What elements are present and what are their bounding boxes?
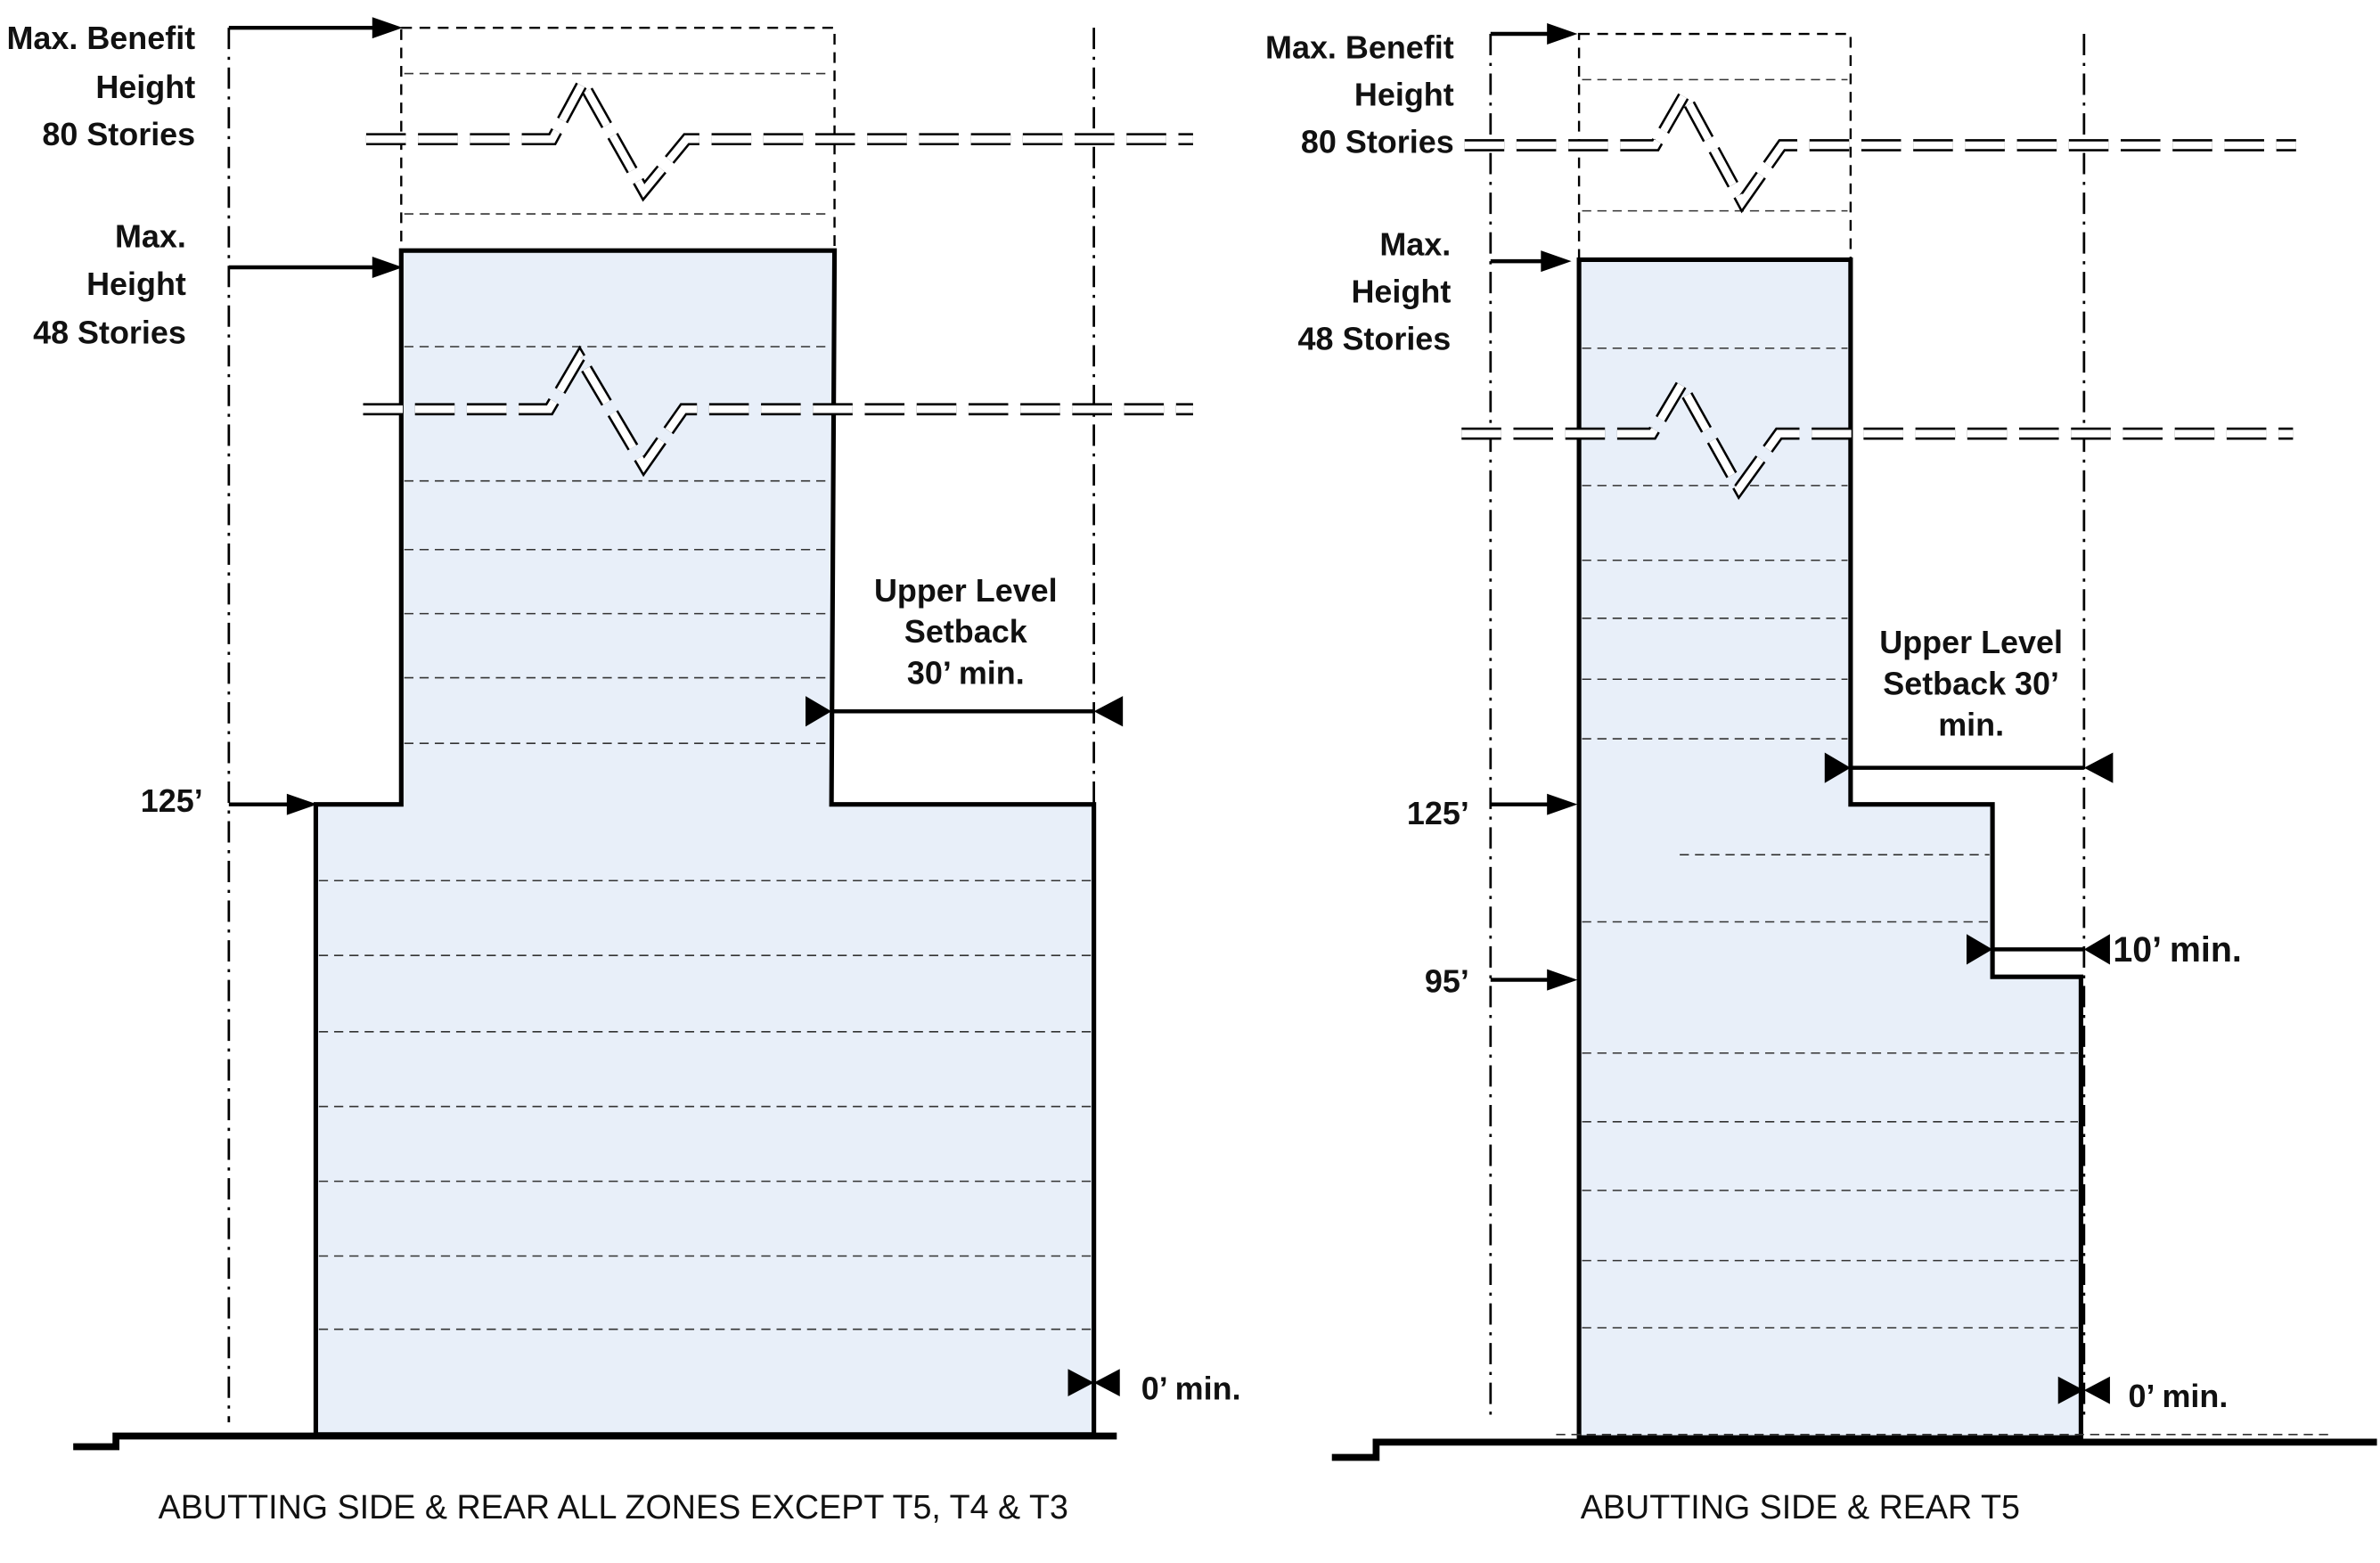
podium-height-arrow — [228, 793, 318, 815]
building-massing — [313, 248, 1097, 1437]
max-height-label-2: Height — [86, 266, 186, 302]
max-height-label-2: Height — [1351, 273, 1451, 309]
max-benefit-label-2: Height — [1354, 77, 1454, 113]
max-height-arrow — [1490, 250, 1572, 273]
max-benefit-arrow — [228, 17, 404, 39]
upper-setback-label-1: Upper Level — [874, 572, 1058, 609]
upper-setback-label-3: 30’ min. — [907, 654, 1025, 691]
upper-setback-label-2: Setback — [904, 613, 1028, 650]
max-benefit-label-3: 80 Stories — [1301, 124, 1454, 160]
max-benefit-label-1: Max. Benefit — [1265, 29, 1454, 65]
break-line-lower — [363, 345, 1193, 478]
break-line-upper — [1464, 82, 2296, 214]
right-diagram: Max. Benefit Height 80 Stories Max. Heig… — [1265, 23, 2377, 1526]
ground-line — [1331, 1438, 2377, 1461]
upper-setback-label-2: Setback 30’ — [1883, 665, 2059, 701]
upper-setback-label-1: Upper Level — [1879, 624, 2063, 660]
base-height-arrow — [1490, 969, 1578, 991]
side-setback-dimension — [2057, 1376, 2110, 1404]
max-height-label-3: 48 Stories — [33, 315, 186, 351]
break-line-lower — [1461, 372, 2294, 500]
max-benefit-label-3: 80 Stories — [42, 116, 195, 152]
max-height-arrow — [228, 257, 404, 278]
max-height-label-1: Max. — [115, 218, 186, 255]
side-setback-dimension — [1067, 1369, 1120, 1397]
upper-setback-dimension — [1824, 752, 2114, 783]
max-height-label-1: Max. — [1379, 225, 1451, 262]
max-benefit-label-1: Max. Benefit — [6, 20, 195, 56]
step-setback-dimension — [1966, 934, 2110, 965]
left-caption: ABUTTING SIDE & REAR ALL ZONES EXCEPT T5… — [159, 1488, 1068, 1526]
podium-height-label: 125’ — [1407, 795, 1469, 831]
upper-setback-dimension — [806, 696, 1124, 727]
podium-height-arrow — [1490, 793, 1578, 815]
side-setback-label: 0’ min. — [1141, 1370, 1241, 1406]
floor-lines — [1556, 78, 2335, 1436]
floor-lines — [318, 72, 1092, 1330]
side-setback-label: 0’ min. — [2128, 1378, 2228, 1414]
max-height-label-3: 48 Stories — [1297, 320, 1451, 356]
max-benefit-label-2: Height — [95, 69, 195, 105]
podium-height-label: 125’ — [141, 782, 203, 819]
step-setback-label: 10’ min. — [2113, 930, 2241, 970]
right-caption: ABUTTING SIDE & REAR T5 — [1581, 1488, 2020, 1526]
base-height-label: 95’ — [1425, 962, 1469, 999]
upper-setback-label-3: min. — [1938, 707, 2004, 743]
max-benefit-arrow — [1490, 23, 1578, 45]
building-massing — [1576, 257, 2083, 1440]
ground-line — [73, 1432, 1117, 1451]
left-diagram: Max. Benefit Height 80 Stories Max. Heig… — [6, 17, 1241, 1526]
break-line-upper — [365, 70, 1193, 202]
